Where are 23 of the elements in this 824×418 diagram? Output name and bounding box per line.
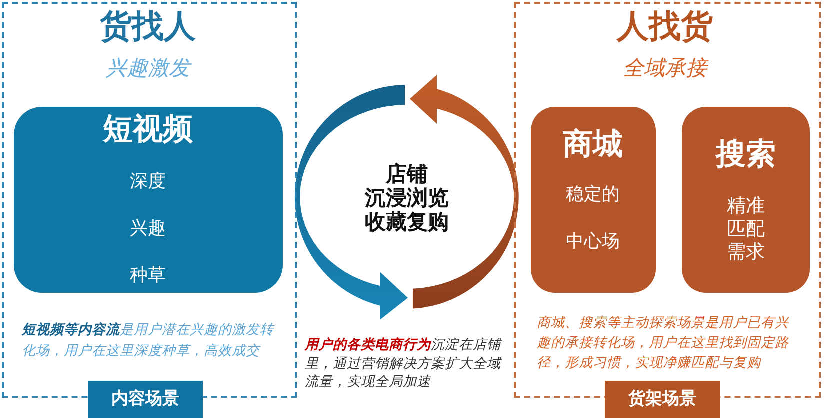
card-text: 稳定的中心场 xyxy=(565,183,621,254)
scene-tag: 内容场景 xyxy=(88,381,203,418)
card-item: 种草 xyxy=(130,264,166,288)
category-card xyxy=(531,107,656,293)
category-card xyxy=(14,107,283,293)
panel-title: 人找货 xyxy=(617,6,713,46)
card-title: 短视频 xyxy=(103,111,193,149)
card-item: 深度 xyxy=(130,170,166,194)
scene-tag: 货架场景 xyxy=(605,381,720,418)
category-card xyxy=(682,107,810,293)
panel-note: 短视频等内容流是用户潜在兴趣的激发转化场，用户在这里深度种草，高效成交 xyxy=(22,321,276,361)
card-title: 商城 xyxy=(563,126,623,164)
card-title: 搜索 xyxy=(716,136,776,174)
center-text: 收藏复购 xyxy=(365,210,449,234)
center-note: 用户的各类电商行为沉淀在店铺里，通过营销解决方案扩大全域流量，实现全局加速 xyxy=(305,336,504,392)
card-item: 兴趣 xyxy=(130,217,166,241)
card-text: 精准匹配需求 xyxy=(726,195,766,264)
panel-note: 商城、搜索等主动探索场景是用户已有兴趣的承接转化场，用户在这里找到固定路径，形成习惯，实现净赚匹配与复购 xyxy=(537,314,790,373)
panel-title: 货找人 xyxy=(100,6,196,46)
panel-subtitle: 兴趣激发 xyxy=(106,55,190,81)
center-text: 店铺 xyxy=(386,162,428,186)
center-text: 沉浸浏览 xyxy=(365,186,449,210)
panel-subtitle: 全域承接 xyxy=(623,55,707,81)
